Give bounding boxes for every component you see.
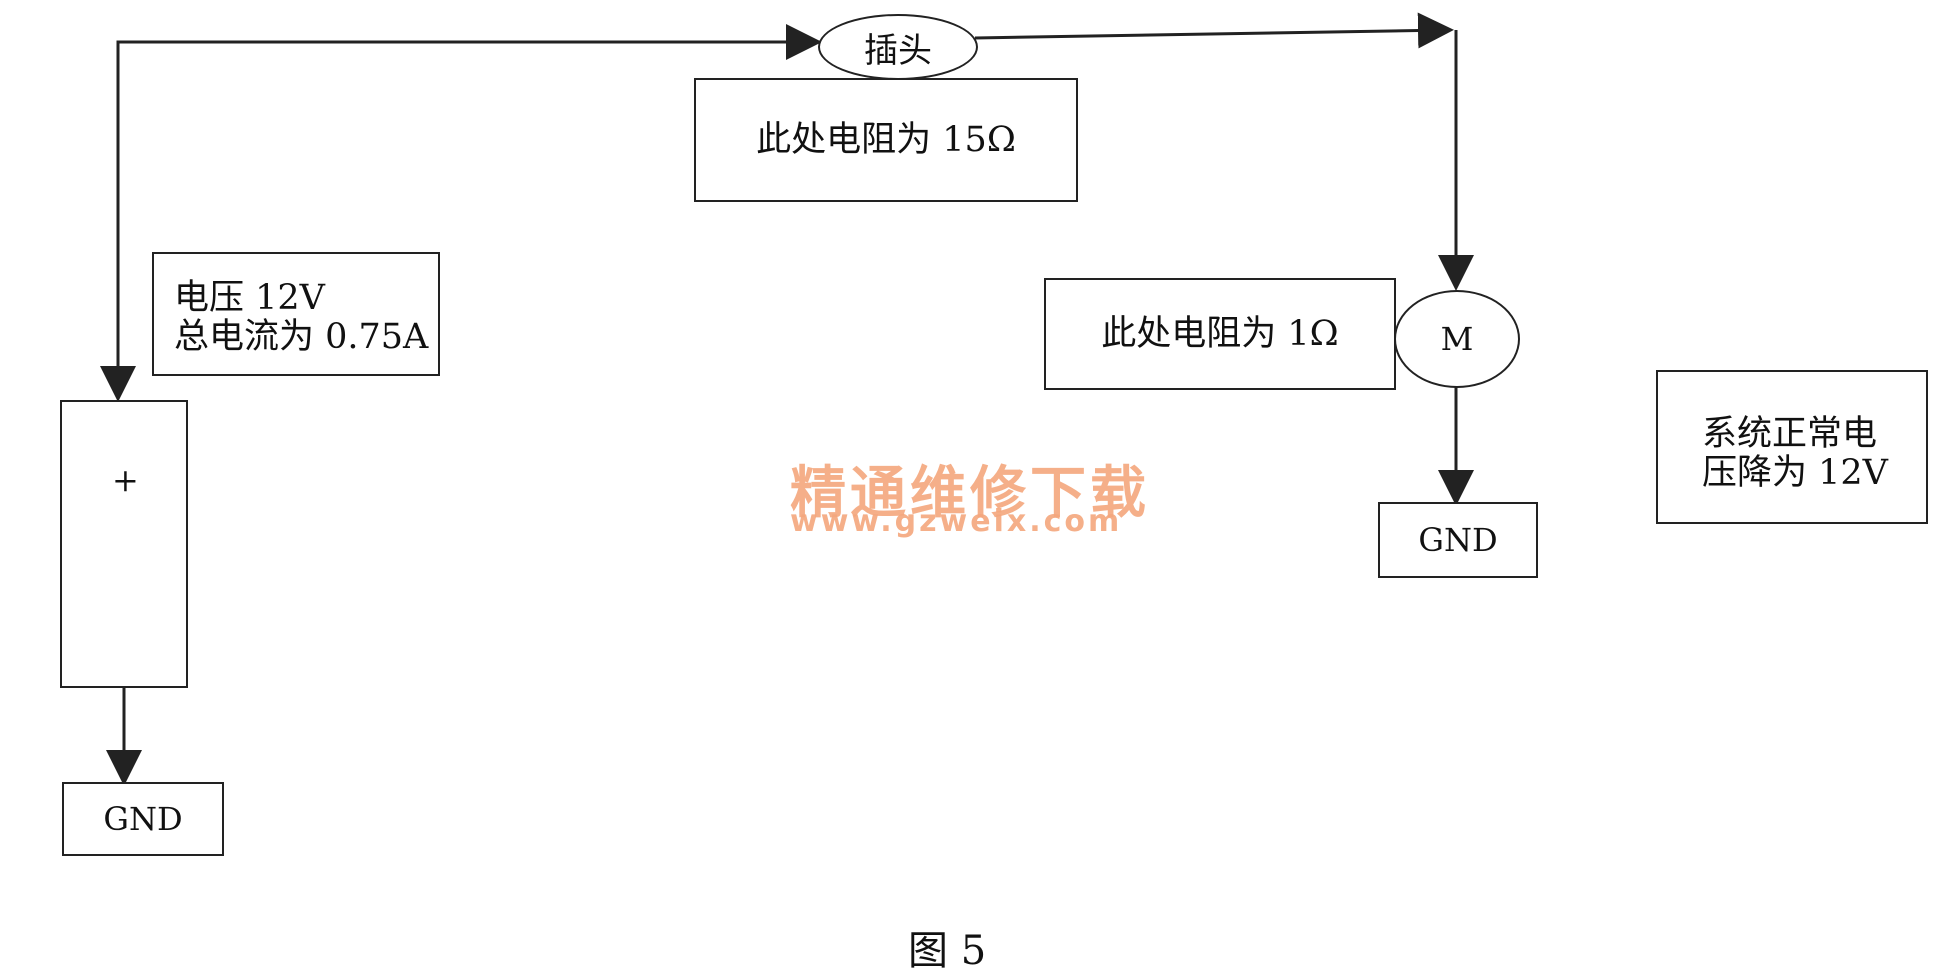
plug-resistance-text: 此处电阻为 15Ω [756,120,1016,160]
source-current: 总电流为 0.75A [174,317,429,357]
battery: + [60,400,188,688]
watermark-site-url: www.gzweix.com [790,504,1123,539]
motor-resistance-box: 此处电阻为 1Ω [1044,278,1396,390]
system-note-line1: 系统正常电 [1702,414,1878,454]
source-voltage: 电压 12V [174,278,325,318]
system-note-line2: 压降为 12V [1702,453,1888,493]
motor-ground-label: GND [1418,521,1498,559]
source-note-box: 电压 12V 总电流为 0.75A [152,252,440,376]
wire-battery-to-plug [116,24,822,396]
figure-caption: 图 5 [908,928,987,974]
wire-plug-to-corner [974,12,1454,49]
watermark-site-name: 精通维修下载 [790,461,1150,526]
motor-circle: M [1394,290,1520,388]
battery-ground-box: GND [62,782,224,856]
system-note-box: 系统正常电 压降为 12V [1656,370,1928,524]
motor-ground-box: GND [1378,502,1538,578]
plug-label: 插头 [864,30,932,71]
plug-resistance-box: 此处电阻为 15Ω [694,78,1078,202]
motor-label: M [1440,320,1474,358]
battery-plus-label: + [112,461,139,499]
battery-ground-label: GND [103,800,183,838]
motor-resistance-text: 此处电阻为 1Ω [1101,314,1339,354]
plug-oval: 插头 [818,14,978,80]
